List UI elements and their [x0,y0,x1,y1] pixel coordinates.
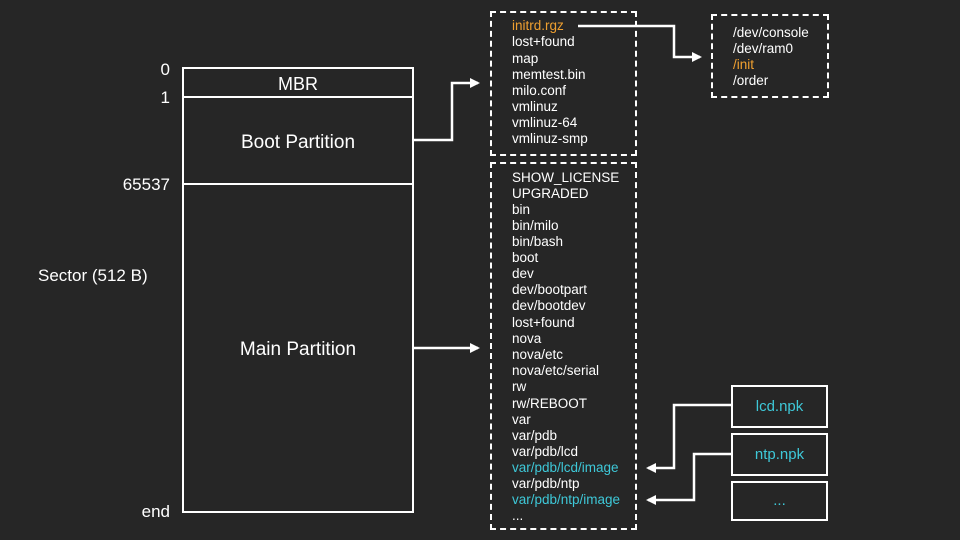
main-file: rw/REBOOT [512,396,588,411]
main-file: var/pdb/ntp/image [512,492,621,507]
package-label: lcd.npk [755,398,804,415]
main-file: ... [512,508,524,523]
main-file: var/pdb/lcd/image [512,460,619,475]
boot-files-box [490,11,637,156]
arrow-lcd-to-image [646,403,731,473]
sector-label-end: end [141,502,170,521]
main-file: bin [512,202,531,217]
package-label: ... [773,492,786,509]
initrd-file: /dev/ram0 [733,41,794,56]
main-partition-block: Main Partition [182,183,414,513]
arrow-ntp-to-image [646,452,731,505]
boot-file: lost+found [512,34,575,49]
main-file: lost+found [512,315,575,330]
main-file: dev/bootdev [512,298,586,313]
arrow-initrd-to-contents [578,24,702,62]
main-file: nova [512,331,542,346]
arrow-boot-to-files [414,78,480,142]
main-file: boot [512,250,539,265]
main-file: dev [512,266,534,281]
initrd-file: /dev/console [733,25,809,40]
initrd-file: /init [733,57,755,72]
package-box-ntp: ntp.npk [731,433,828,476]
axis-label: Sector (512 B) [38,266,148,285]
boot-partition-label: Boot Partition [240,132,356,153]
package-label: ntp.npk [754,446,805,463]
package-box-lcd: lcd.npk [731,385,828,428]
boot-file: memtest.bin [512,67,586,82]
main-file: bin/bash [512,234,564,249]
mbr-label: MBR [278,74,318,94]
main-files-box [490,162,637,530]
main-file: dev/bootpart [512,282,588,297]
boot-file: vmlinuz-64 [512,115,578,130]
boot-file: map [512,51,539,66]
main-file: var/pdb [512,428,558,443]
package-box-more: ... [731,481,828,521]
boot-file: vmlinuz-smp [512,131,588,146]
sector-label-0: 0 [160,60,170,79]
main-file: UPGRADED [512,186,589,201]
sector-label-65537: 65537 [122,175,170,194]
initrd-files-box [711,14,829,98]
main-partition-label: Main Partition [239,339,357,360]
main-file: var [512,412,531,427]
main-file: nova/etc [512,347,564,362]
main-file: nova/etc/serial [512,363,600,378]
initrd-file: /order [733,73,769,88]
main-file: SHOW_LICENSE [512,170,620,185]
main-file: bin/milo [512,218,559,233]
main-file: var/pdb/ntp [512,476,580,491]
main-file: var/pdb/lcd [512,444,579,459]
boot-file: vmlinuz [512,99,558,114]
boot-file: initrd.rgz [512,18,564,33]
main-file: rw [512,379,527,394]
boot-file: milo.conf [512,83,567,98]
sector-label-1: 1 [160,88,170,107]
